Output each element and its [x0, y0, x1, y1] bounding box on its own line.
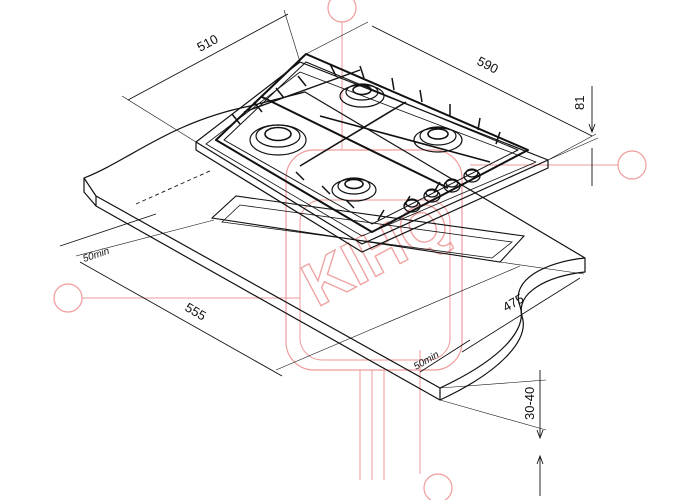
label-81: 81 — [572, 96, 587, 110]
knob-1-cap — [405, 198, 419, 208]
dim-81-arrow — [588, 123, 596, 134]
countertop-left-edge — [83, 178, 97, 207]
burner-front — [331, 177, 377, 202]
grate-frame — [215, 53, 529, 233]
dim-81-ext — [547, 137, 599, 161]
dim-510-line — [127, 13, 289, 101]
label-590: 590 — [475, 53, 501, 76]
dimension-lines — [59, 9, 599, 496]
control-knobs — [403, 168, 481, 213]
grate-frame-inner — [223, 61, 519, 225]
dim-50min-front-line — [59, 213, 157, 247]
watermark — [53, 0, 647, 500]
dim-510-ext-left — [121, 95, 197, 143]
grate-bar-1 — [261, 96, 449, 189]
label-555: 555 — [183, 300, 209, 324]
label-475: 475 — [500, 291, 526, 315]
dim-475-line — [461, 277, 581, 353]
dim-590-ext-bottom — [547, 133, 597, 161]
watermark-text: KIHQ — [292, 186, 461, 320]
dim-30-40-arrow-lower — [536, 454, 544, 465]
watermark-circle-left — [53, 283, 83, 313]
burner-right — [413, 126, 463, 153]
dim-555-line — [79, 261, 283, 377]
knob-2 — [423, 189, 441, 203]
watermark-shield — [285, 149, 463, 371]
knob-4-cap — [465, 168, 479, 178]
knob-1 — [403, 199, 421, 213]
cutout-opening — [210, 195, 526, 263]
cutout — [210, 195, 526, 263]
dim-dashed-footprint — [135, 169, 213, 205]
dim-590-ext-top — [305, 21, 369, 55]
dim-50min-side-line — [419, 339, 471, 373]
label-50min-front: 50min — [82, 246, 112, 265]
countertop-top-surface — [83, 91, 586, 389]
watermark-circle-bottom — [423, 473, 453, 500]
watermark-shield-inner — [299, 199, 451, 361]
dim-590-line — [371, 25, 593, 137]
grate-bar-4 — [243, 69, 361, 113]
label-50min-side: 50min — [412, 349, 441, 372]
dim-30-40-ext-bottom — [439, 399, 547, 431]
dim-30-40-ext-top — [439, 379, 547, 389]
hob-side-edge — [195, 142, 549, 253]
grate-bar-2 — [319, 115, 491, 163]
burner-left — [249, 124, 307, 156]
label-510: 510 — [194, 31, 220, 54]
countertop-right-front-edge — [439, 315, 524, 401]
knob-3 — [443, 179, 461, 193]
hob-inner-rim — [205, 71, 537, 237]
grate-fingers — [231, 63, 501, 221]
label-30-40: 30-40 — [522, 387, 537, 420]
knob-2-cap — [425, 188, 439, 198]
dim-555-ext-left — [75, 219, 215, 257]
countertop-right-edge — [520, 258, 586, 317]
knob-4 — [463, 169, 481, 183]
watermark-circle-top — [327, 0, 357, 23]
knob-3-cap — [445, 178, 459, 188]
dim-30-40-arrow — [536, 429, 544, 440]
burner-top — [339, 83, 385, 108]
watermark-circle-right — [617, 150, 647, 180]
grate-bar-3 — [299, 101, 407, 167]
dim-555-ext-right — [275, 265, 521, 371]
dim-510-ext-right — [283, 9, 301, 63]
dim-475-ext — [499, 261, 585, 275]
cutout-inner-edge — [221, 204, 513, 259]
